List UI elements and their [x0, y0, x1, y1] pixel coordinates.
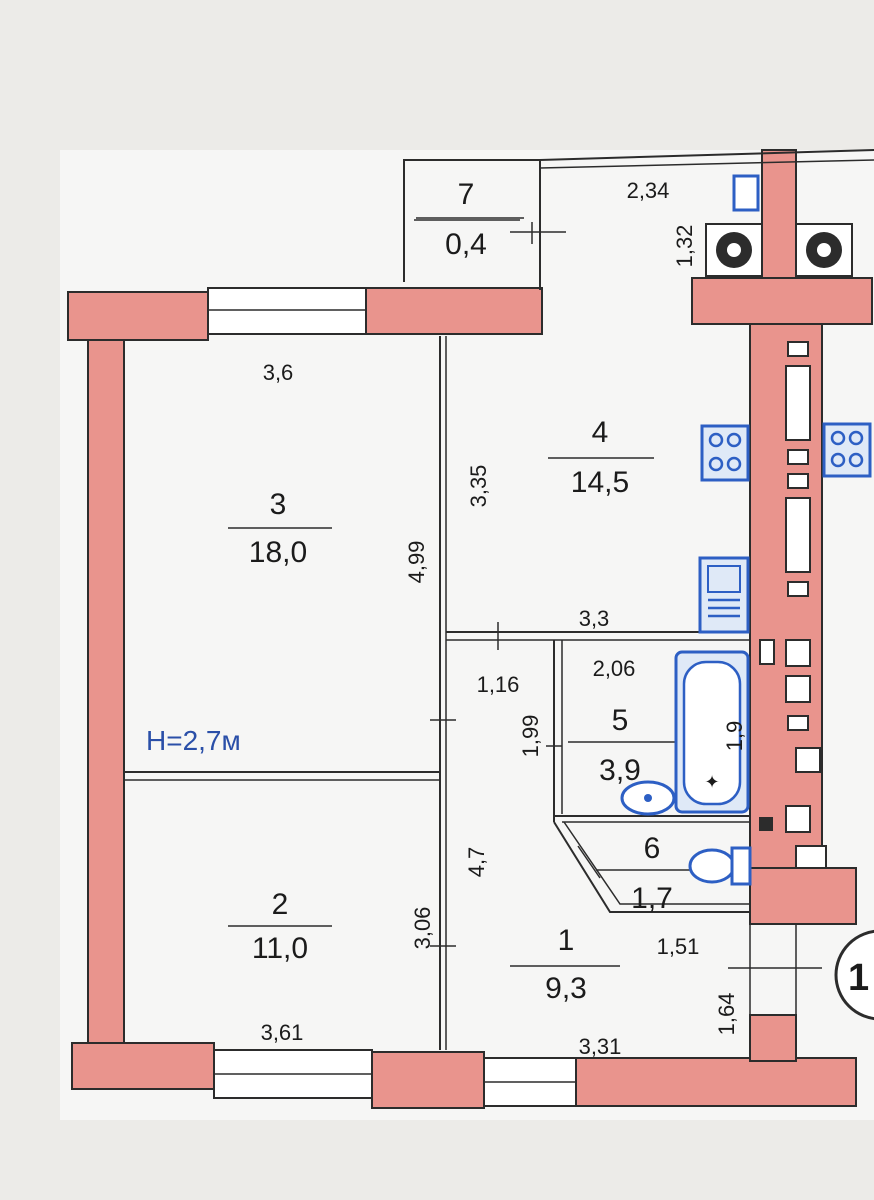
- svg-text:9,3: 9,3: [545, 972, 587, 1005]
- dim-hall-length: 4,7: [464, 847, 489, 878]
- svg-text:0,4: 0,4: [445, 228, 487, 261]
- wall-right-top: [691, 277, 873, 325]
- wall-top-left: [67, 291, 209, 341]
- room-6-label: 6 1,7: [631, 832, 673, 915]
- svg-text:2: 2: [272, 888, 289, 921]
- wall-bottom-mid: [371, 1051, 485, 1109]
- room-5-label: 5 3,9: [599, 704, 641, 787]
- wall-top-mid: [365, 287, 543, 335]
- ceiling-height-note: H=2,7м: [146, 725, 241, 756]
- dim-room4-width: 3,3: [579, 606, 610, 631]
- dim-room2-width: 3,61: [261, 1020, 304, 1045]
- dim-bath-width: 2,06: [593, 656, 636, 681]
- dim-room4-length: 3,35: [466, 465, 491, 508]
- balcony-outline: [403, 149, 874, 290]
- dim-room2-length: 3,06: [410, 907, 435, 950]
- svg-text:✦: ✦: [704, 772, 719, 792]
- dim-entry-width: 1,51: [657, 934, 700, 959]
- toilet: [688, 846, 752, 886]
- partitions: [124, 336, 797, 1050]
- svg-text:7: 7: [458, 178, 475, 211]
- balcony-fixture: [732, 174, 760, 212]
- sink-kitchen: [698, 556, 750, 634]
- wall-right-step: [749, 867, 857, 925]
- svg-text:3: 3: [270, 488, 287, 521]
- wall-bottom-right: [575, 1057, 857, 1107]
- svg-text:1,7: 1,7: [631, 882, 673, 915]
- entrance-marker-label: 1: [848, 957, 869, 999]
- ventilation-fans: [705, 223, 853, 277]
- room-1-label: 1 9,3: [545, 924, 587, 1005]
- room-4-label: 4 14,5: [571, 416, 629, 499]
- room-7-label: 7 0,4: [445, 178, 487, 261]
- dim-entry-length: 1,64: [714, 993, 739, 1036]
- wall-shaft-top: [761, 149, 797, 281]
- stove-kitchen: [700, 424, 750, 482]
- stove-neighbor: [822, 422, 872, 478]
- wall-left: [87, 339, 125, 1046]
- svg-text:4: 4: [592, 416, 609, 449]
- dim-balcony-width: 2,34: [627, 178, 670, 203]
- washbasin: [620, 780, 676, 816]
- room-3-label: 3 18,0: [249, 488, 307, 569]
- room-label-rules: [228, 219, 822, 969]
- walls: [67, 149, 873, 1109]
- svg-text:3,9: 3,9: [599, 754, 641, 787]
- dim-balcony-depth: 1,32: [672, 225, 697, 268]
- svg-text:11,0: 11,0: [252, 932, 308, 965]
- svg-text:1: 1: [558, 924, 575, 957]
- wall-bottom-left: [71, 1042, 215, 1090]
- dim-room1-width: 3,31: [579, 1034, 622, 1059]
- room-2-label: 2 11,0: [252, 888, 308, 965]
- dim-bath-length: 1,9: [722, 721, 747, 752]
- svg-text:14,5: 14,5: [571, 466, 629, 499]
- dim-room3-width: 3,6: [263, 360, 294, 385]
- entrance-marker: [834, 929, 874, 1021]
- bathtub: ✦: [674, 650, 750, 814]
- windows: [207, 287, 577, 1107]
- dim-corridor-length: 1,99: [518, 715, 543, 758]
- dim-corridor-width: 1,16: [477, 672, 520, 697]
- dim-room3-length: 4,99: [404, 541, 429, 584]
- wall-niches: [759, 341, 827, 869]
- wall-entry-post: [749, 1014, 797, 1062]
- svg-text:6: 6: [644, 832, 661, 865]
- svg-text:5: 5: [612, 704, 629, 737]
- svg-text:18,0: 18,0: [249, 536, 307, 569]
